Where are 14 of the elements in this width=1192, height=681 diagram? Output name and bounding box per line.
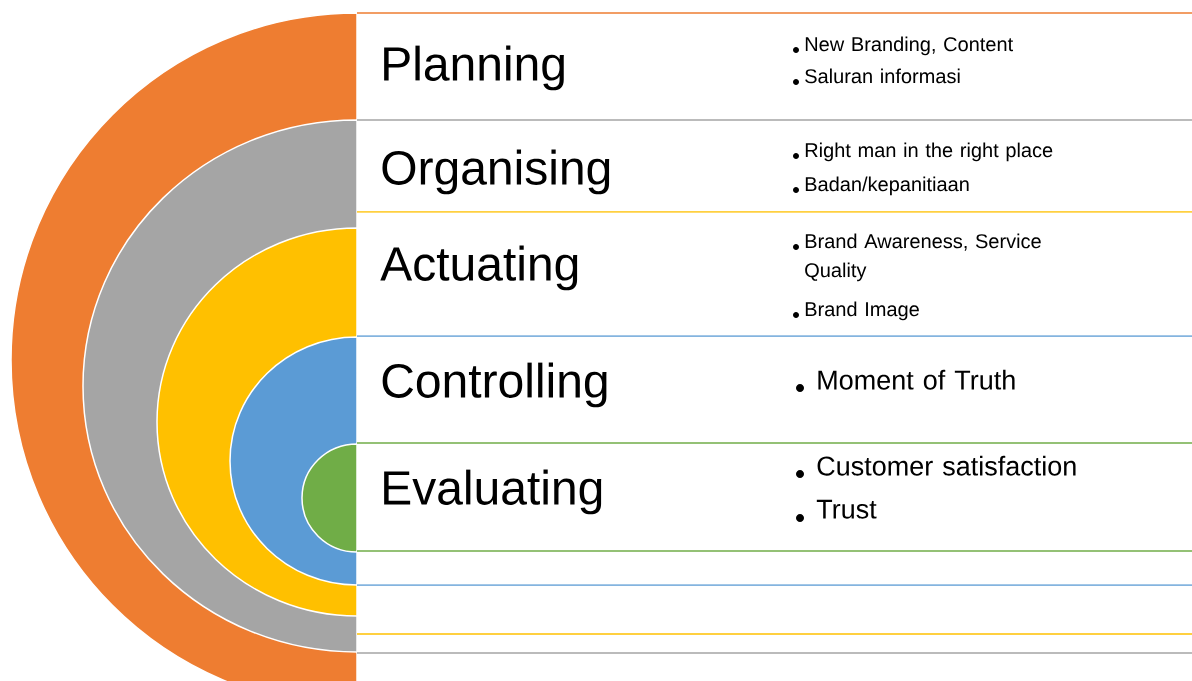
bullet-item: Moment of Truth bbox=[796, 369, 1015, 392]
heading: Controlling bbox=[382, 362, 607, 408]
heading: Organising bbox=[382, 149, 610, 195]
heading: Evaluating bbox=[384, 469, 602, 515]
bullet-item: Right man in the right place bbox=[793, 142, 1053, 162]
bullet-item: Customer satisfaction bbox=[796, 455, 1076, 478]
heading: Actuating bbox=[380, 245, 578, 291]
bullet-item: Brand Awareness, Service Quality bbox=[793, 233, 1041, 282]
bullet-item: New Branding, Content bbox=[793, 36, 1013, 56]
bullet-item: Trust bbox=[796, 499, 877, 522]
heading: Planning bbox=[384, 45, 564, 91]
bullet-item: Saluran informasi bbox=[793, 68, 960, 85]
bullet-item: Brand Image bbox=[793, 301, 919, 321]
bullet-item: Badan/kepanitiaan bbox=[793, 176, 969, 196]
